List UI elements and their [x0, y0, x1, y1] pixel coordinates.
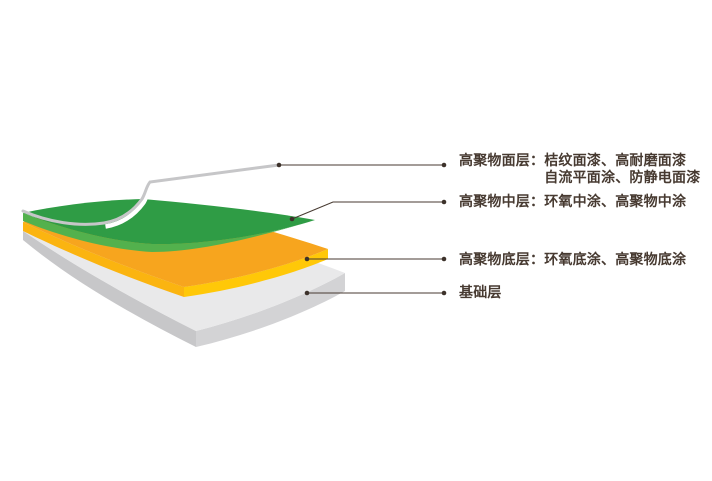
layer-label-topcoat-detail-2: 自流平面涂、防静电面漆 — [544, 169, 701, 185]
leader-dot — [441, 162, 447, 168]
layer-label-base-title: 基础层 — [459, 284, 502, 300]
layer-label-middle-detail: 环氧中涂、高聚物中涂 — [544, 193, 687, 209]
leader-dot — [441, 256, 447, 262]
green-layer-top — [23, 199, 315, 245]
layer-label-middle: 高聚物中层： 环氧中涂、高聚物中涂 — [459, 193, 686, 210]
middle-green-layer — [23, 199, 315, 252]
layer-label-topcoat-detail-1: 桔纹面漆、高耐磨面漆 — [544, 152, 687, 168]
film-line — [21, 163, 281, 226]
leader-dot — [304, 256, 310, 262]
leader-lines — [279, 164, 444, 294]
base-layer-side-front — [196, 273, 345, 347]
layer-label-middle-title: 高聚物中层： — [459, 193, 545, 209]
layer-label-topcoat-title: 高聚物面层： — [459, 152, 545, 168]
green-layer-side-edge — [23, 213, 315, 252]
surface-film-curl — [21, 163, 281, 229]
layer-label-base: 基础层 — [459, 284, 502, 301]
leader-dots — [276, 162, 447, 296]
leader-dot — [289, 216, 295, 222]
layer-label-bottom-title: 高聚物底层： — [459, 251, 545, 267]
leader-line-middle — [291, 201, 444, 220]
layer-label-bottom-detail: 环氧底涂、高聚物底涂 — [544, 251, 687, 267]
yellow-layer-side-left — [23, 222, 184, 297]
leader-dot — [441, 199, 447, 205]
yellow-layer-side-front — [184, 249, 328, 297]
film-lift-gap — [105, 166, 281, 229]
layer-label-bottom: 高聚物底层： 环氧底涂、高聚物底涂 — [459, 251, 686, 268]
leader-dot — [441, 290, 447, 296]
leader-dot — [304, 290, 310, 296]
base-layer-side-left — [23, 231, 196, 347]
layer-label-topcoat: 高聚物面层： 桔纹面漆、高耐磨面漆 自流平面涂、防静电面漆 — [459, 152, 700, 186]
leader-dot — [276, 162, 282, 168]
